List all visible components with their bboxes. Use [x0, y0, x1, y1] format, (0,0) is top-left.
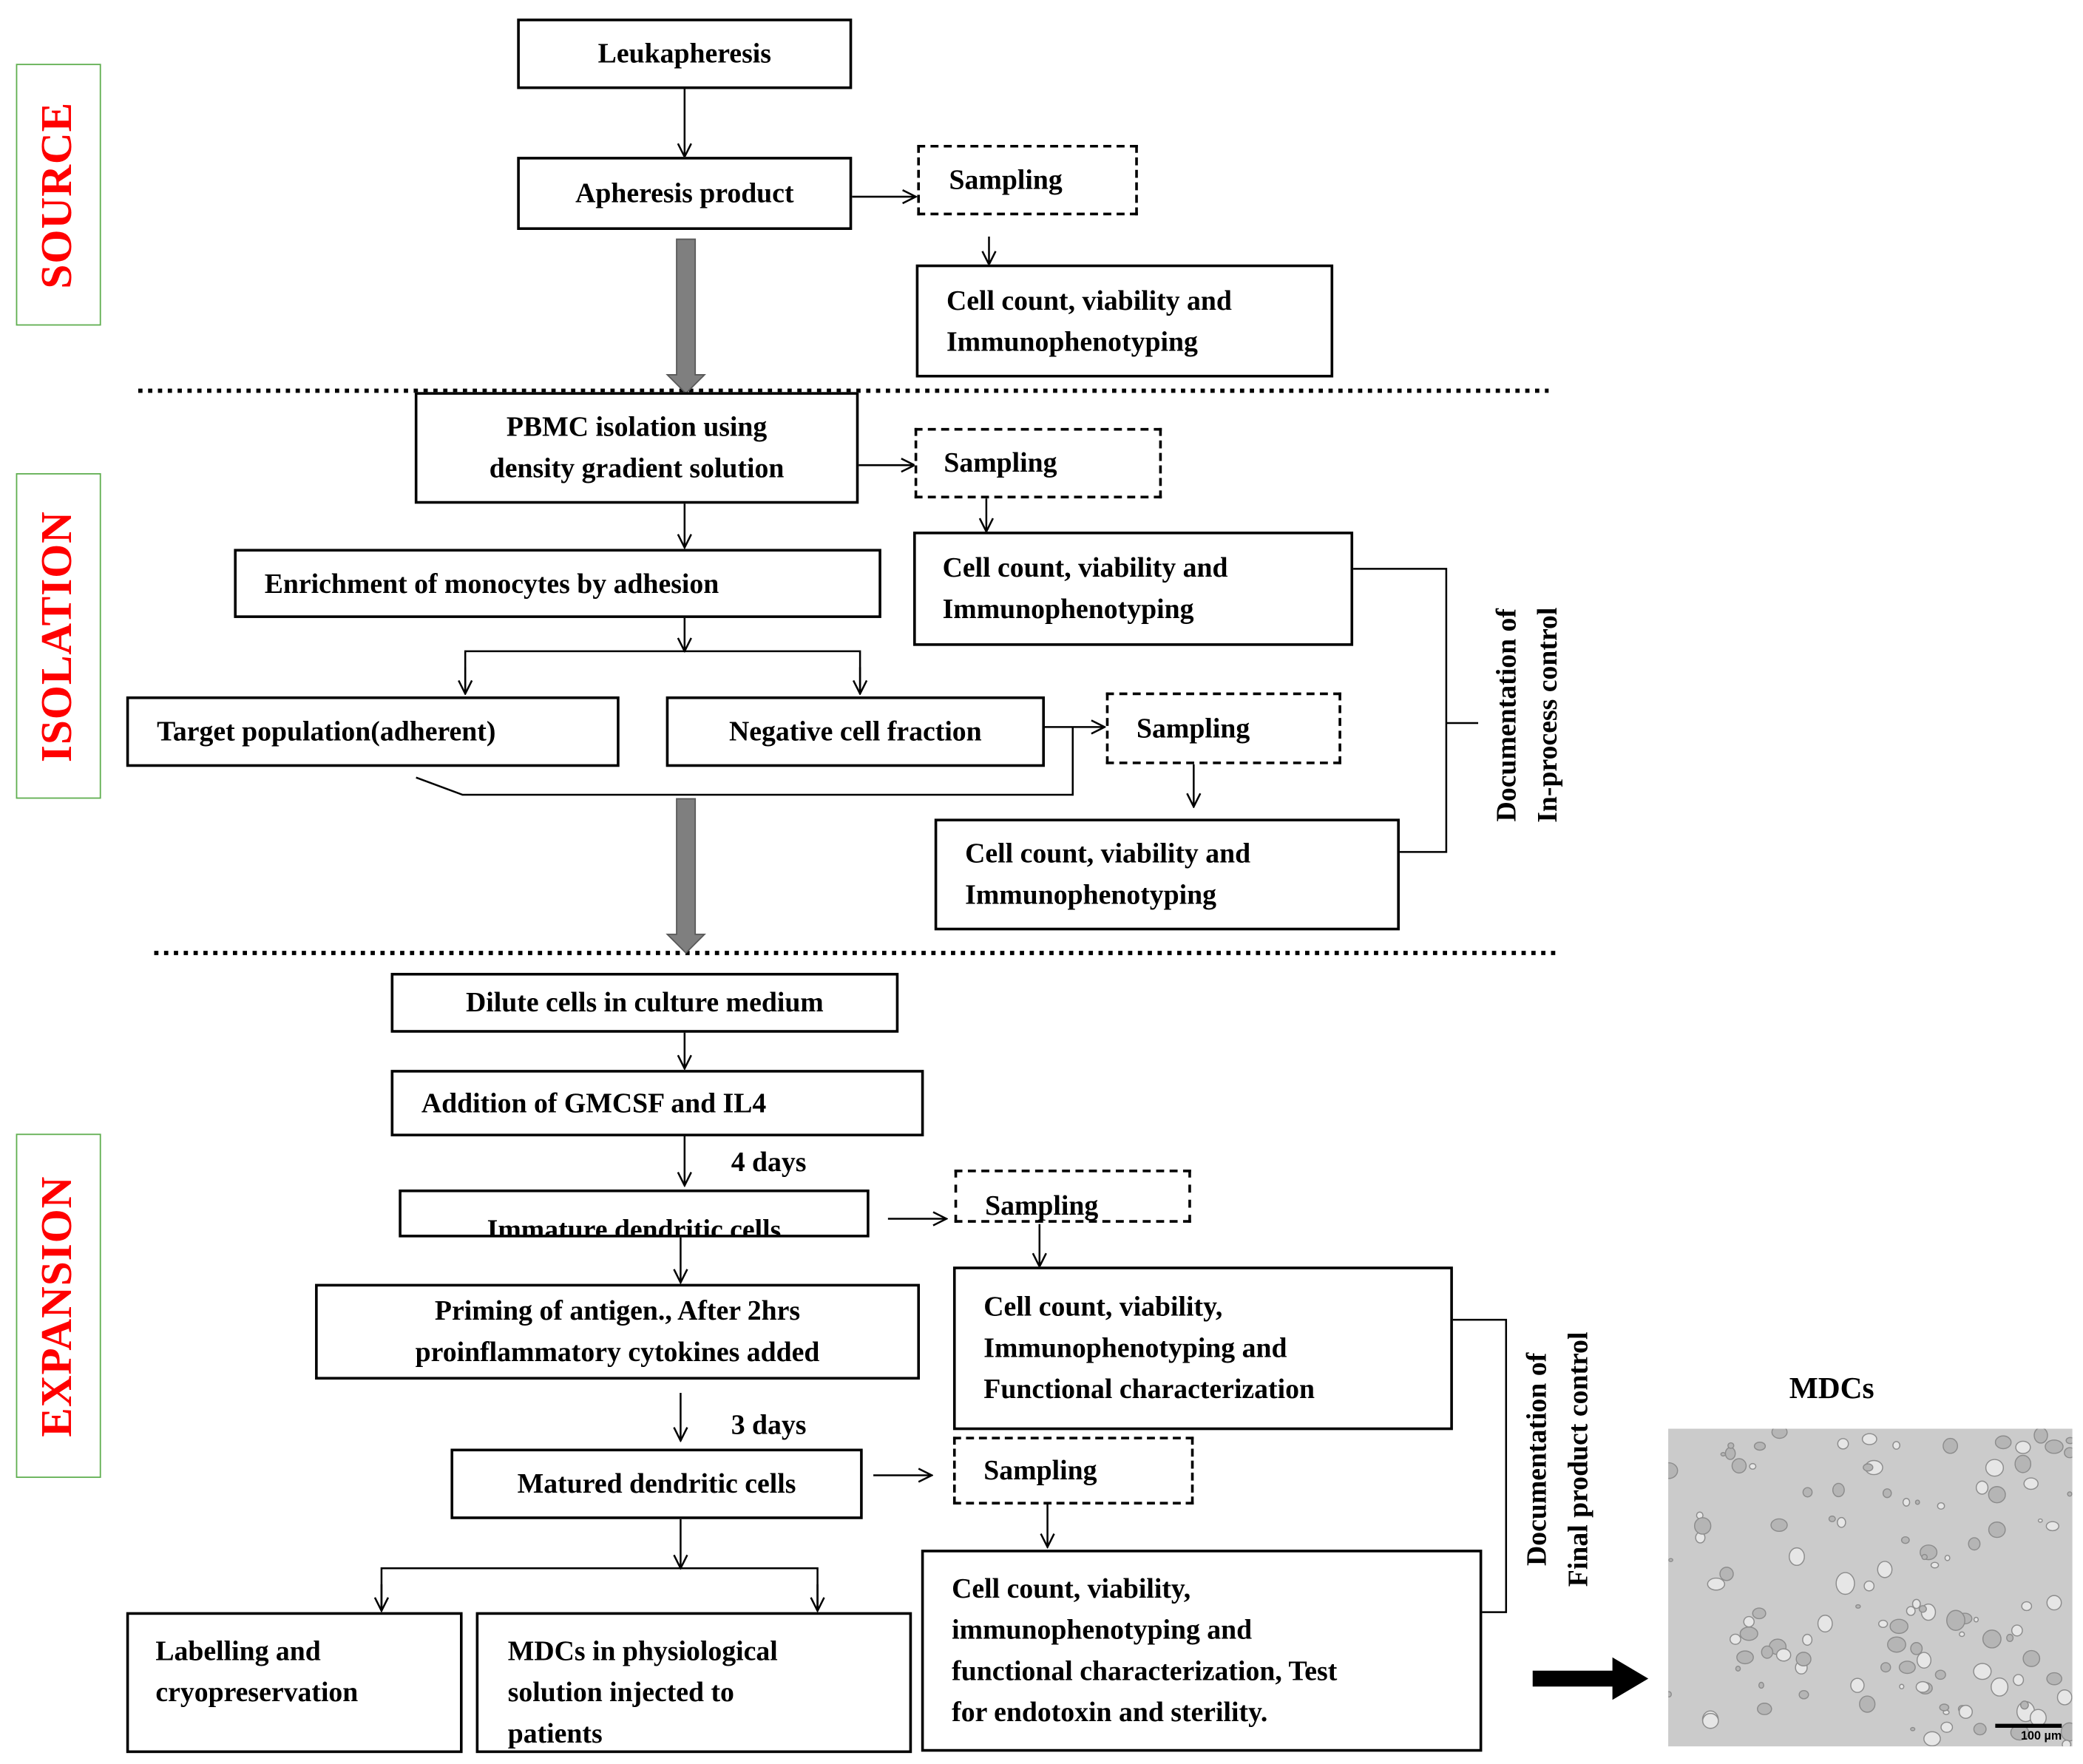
addition-box: Addition of GMCSF and IL4 — [390, 1070, 924, 1137]
block-arrow-isolation — [665, 798, 706, 954]
stage-label-source: SOURCE — [16, 64, 101, 326]
split-connector-final — [380, 1567, 819, 1611]
doc-bracket-isolation — [1353, 568, 1448, 853]
cell-texture — [1668, 1428, 2073, 1747]
micrograph-title: MDCs — [1789, 1371, 1874, 1405]
qc-box: Cell count, viability,Immunophenotyping … — [952, 1266, 1453, 1431]
mdc-micrograph: 100 µm — [1668, 1428, 2073, 1747]
immature-dc-box: Immature dendritic cells — [399, 1189, 870, 1238]
negative-fraction-box: Negative cell fraction — [665, 696, 1045, 767]
sampling-box: Sampling — [954, 1169, 1191, 1223]
final-qc-box: Cell count, viability,immunophenotyping … — [921, 1550, 1483, 1752]
enrichment-box: Enrichment of monocytes by adhesion — [234, 549, 881, 618]
matured-dc-box: Matured dendritic cells — [450, 1448, 863, 1519]
duration-3-days: 3 days — [731, 1408, 807, 1441]
target-population-box: Target population(adherent) — [126, 696, 620, 767]
scale-bar — [1995, 1723, 2062, 1729]
result-arrow — [1532, 1657, 1649, 1700]
sampling-box: Sampling — [917, 144, 1138, 216]
stage-label-expansion: EXPANSION — [16, 1133, 101, 1479]
sampling-box: Sampling — [952, 1436, 1194, 1505]
split-connector — [464, 650, 861, 694]
dilute-cells-box: Dilute cells in culture medium — [390, 972, 899, 1033]
block-arrow-source — [665, 238, 706, 395]
scale-bar-label: 100 µm — [2021, 1729, 2062, 1743]
target-return-connector — [416, 727, 1074, 796]
apheresis-product-box: Apheresis product — [517, 157, 853, 231]
sampling-box: Sampling — [1105, 692, 1341, 764]
duration-4-days: 4 days — [731, 1145, 807, 1178]
leukapheresis-box: Leukapheresis — [517, 18, 853, 89]
doc-bracket-final — [1446, 1318, 1508, 1613]
stage-label-isolation: ISOLATION — [16, 472, 101, 799]
sampling-box: Sampling — [914, 427, 1162, 499]
